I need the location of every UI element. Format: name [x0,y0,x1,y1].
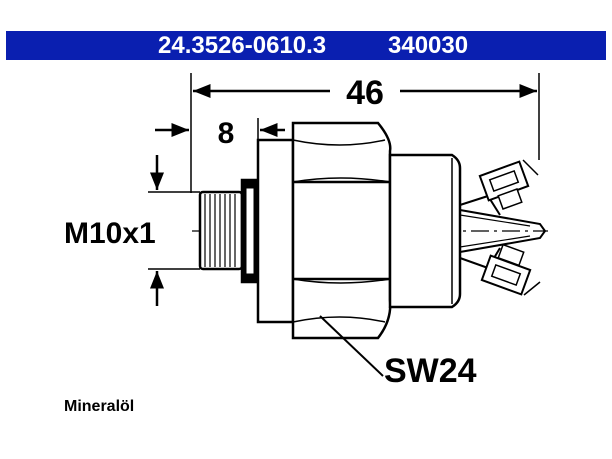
flange [256,138,295,324]
dimension-46-label: 46 [346,74,384,112]
dimension-overall-length: 46 [190,73,540,193]
thread-nipple [198,190,244,271]
header-bar: 24.3526-0610.3 340030 [6,31,606,60]
fluid-note: Mineralöl [64,398,135,415]
dimension-8-label: 8 [218,117,235,150]
thread-label: M10x1 [64,217,156,250]
hex-nut [291,121,392,340]
ref-number: 340030 [388,32,469,59]
sensor-body [198,121,462,340]
housing [388,153,462,309]
wrench-size-callout: SW24 [319,315,477,390]
dimension-thread-diameter: M10x1 [64,155,200,306]
electrical-terminals [459,159,547,296]
part-number: 24.3526-0610.3 [158,32,327,59]
wrench-size-label: SW24 [384,352,477,390]
